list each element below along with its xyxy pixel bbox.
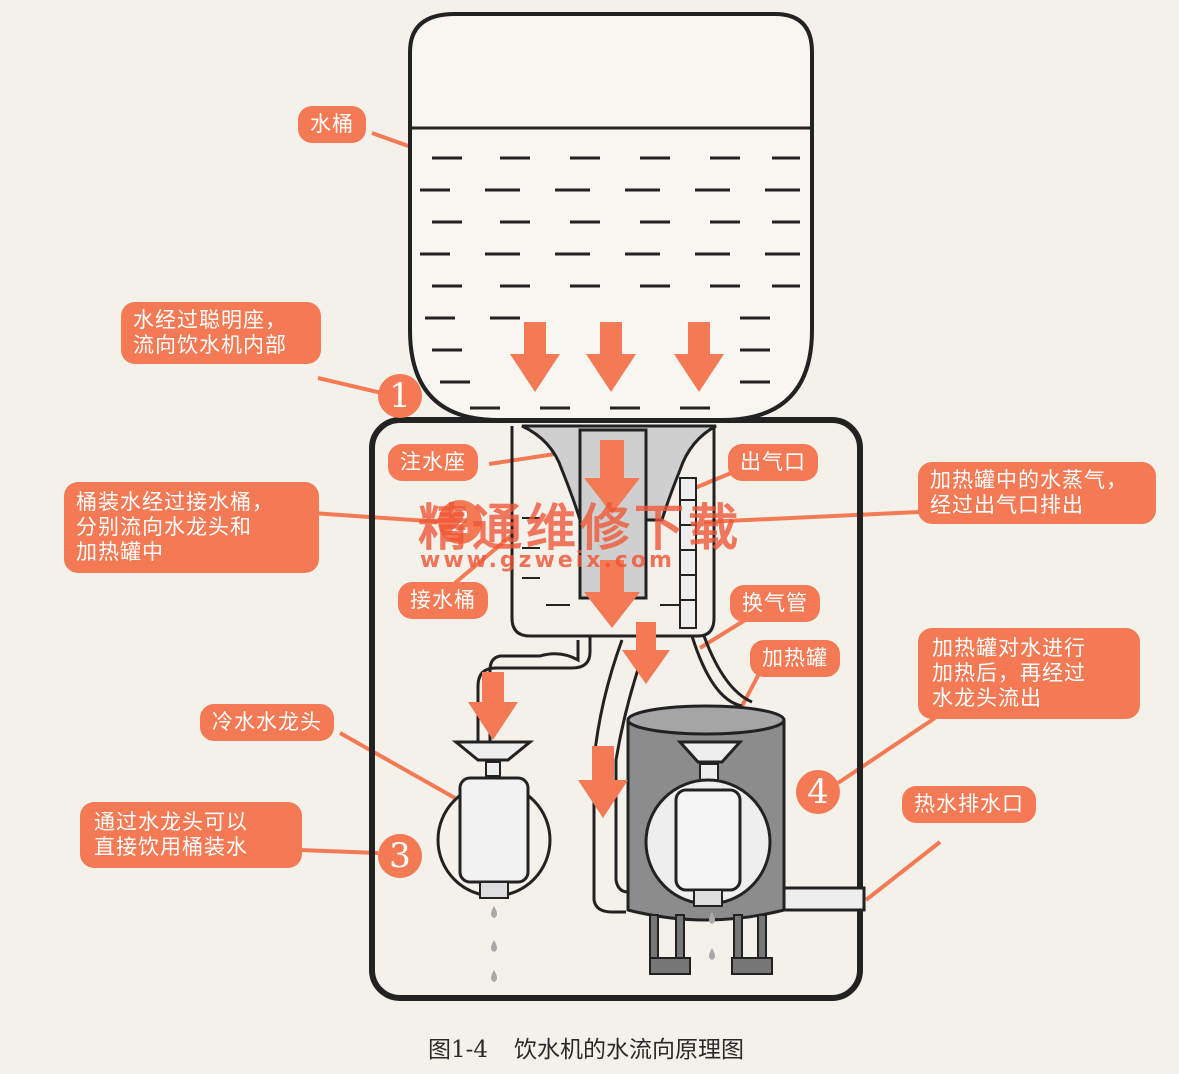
bucket-label: 水桶 xyxy=(298,106,366,143)
watermark-url: www.gzweix.com xyxy=(420,548,675,573)
step3-line: 直接饮用桶装水 xyxy=(94,835,248,859)
step-number-1: 1 xyxy=(378,374,422,418)
step3-line: 通过水龙头可以 xyxy=(94,810,248,834)
cold-tap-label: 冷水水龙头 xyxy=(200,704,334,741)
step4-line: 加热后，再经过 xyxy=(932,661,1086,685)
flow-arrow xyxy=(468,672,518,740)
flow-arrow xyxy=(578,746,628,818)
heater-tank xyxy=(626,704,866,975)
flow-arrow xyxy=(584,560,640,628)
step1-line: 流向饮水机内部 xyxy=(133,333,287,357)
step2-line: 加热罐中 xyxy=(76,540,164,564)
watermark-title: 精通维修下载 xyxy=(418,499,742,557)
step-number-4: 4 xyxy=(796,770,840,814)
vent-outlet xyxy=(679,477,697,629)
steam-line: 加热罐中的水蒸气， xyxy=(930,468,1128,492)
flow-arrow xyxy=(622,622,670,684)
flow-arrows xyxy=(468,322,724,818)
vent-label: 出气口 xyxy=(728,444,818,481)
steam-line: 经过出气口排出 xyxy=(930,493,1084,517)
step2-line: 桶装水经过接水桶， xyxy=(76,490,274,514)
caption-text: 饮水机的水流向原理图 xyxy=(514,1037,745,1063)
heater-label: 加热罐 xyxy=(750,640,840,677)
step4-description: 加热罐对水进行 加热后，再经过 水龙头流出 xyxy=(918,628,1140,719)
step4-line: 加热罐对水进行 xyxy=(932,636,1086,660)
step2-line: 分别流向水龙头和 xyxy=(76,515,252,539)
water-bottle xyxy=(408,12,814,422)
figure-caption: 图1-4 饮水机的水流向原理图 xyxy=(428,1030,744,1064)
hot-drain-label: 热水排水口 xyxy=(902,786,1036,823)
steam-description: 加热罐中的水蒸气， 经过出气口排出 xyxy=(918,462,1156,524)
step-number-2: 2 xyxy=(438,500,482,544)
seat-label: 注水座 xyxy=(388,444,478,481)
flow-arrow xyxy=(510,322,560,392)
step4-line: 水龙头流出 xyxy=(932,686,1042,710)
step-number-3: 3 xyxy=(378,834,422,878)
step1-description: 水经过聪明座， 流向饮水机内部 xyxy=(121,302,321,364)
vent-tube-label: 换气管 xyxy=(730,585,820,622)
cold-tap xyxy=(436,740,552,982)
step2-description: 桶装水经过接水桶， 分别流向水龙头和 加热罐中 xyxy=(64,482,319,573)
step1-line: 水经过聪明座， xyxy=(133,308,287,332)
receiver-label: 接水桶 xyxy=(398,582,488,619)
flow-arrow xyxy=(674,322,724,392)
flow-arrow xyxy=(586,322,636,392)
caption-figure-number: 图1-4 xyxy=(428,1037,489,1063)
flow-arrow xyxy=(584,440,640,514)
step3-description: 通过水龙头可以 直接饮用桶装水 xyxy=(80,802,302,868)
